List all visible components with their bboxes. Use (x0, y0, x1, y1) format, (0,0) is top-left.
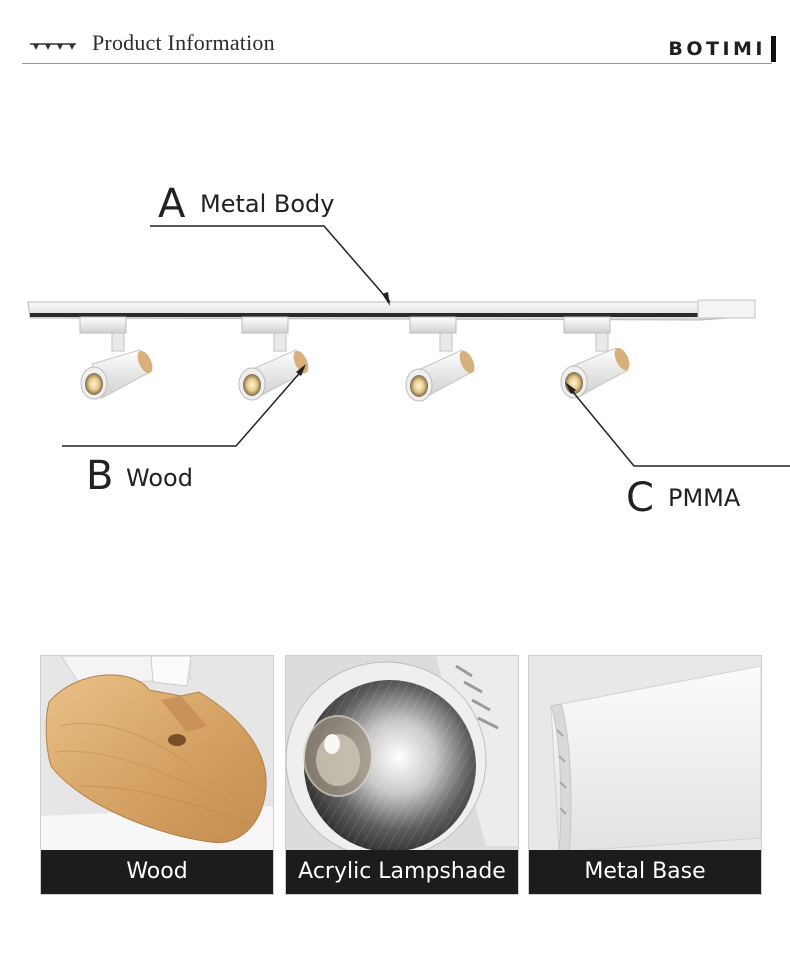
panel-wood: Wood (40, 655, 274, 895)
panel-wood-caption: Wood (41, 850, 273, 894)
spotlight-1 (79, 316, 153, 400)
product-diagram: A Metal Body B Wood C PMMA (0, 150, 790, 550)
spotlights-icon (30, 43, 76, 50)
panel-metal-base: Metal Base (528, 655, 762, 895)
callout-c-letter: C (626, 475, 654, 521)
track-light-illustration (27, 225, 790, 467)
brand-bar (771, 36, 776, 62)
page-title: Product Information (92, 30, 275, 55)
panel-acrylic-lampshade: Acrylic Lampshade (285, 655, 519, 895)
callout-b-leader (62, 364, 306, 447)
callout-c-leader (565, 382, 790, 467)
header-divider (22, 63, 772, 64)
metal-track (27, 299, 756, 321)
spotlight-3 (405, 316, 475, 402)
panel-metal-caption: Metal Base (529, 850, 761, 894)
callout-b-letter: B (86, 453, 114, 499)
callout-a-letter: A (158, 181, 186, 227)
callout-c-text: PMMA (668, 484, 741, 512)
material-detail-panels: Wood (0, 655, 790, 895)
wood-detail-image (41, 656, 273, 894)
callout-b-text: Wood (126, 464, 193, 492)
spotlight-4 (560, 316, 630, 399)
brand-logo: BOTIMI (668, 38, 766, 60)
spotlight-2 (238, 316, 309, 401)
panel-acrylic-caption: Acrylic Lampshade (286, 850, 518, 894)
page-header: Product Information BOTIMI (0, 0, 790, 66)
callout-a-text: Metal Body (200, 190, 335, 218)
callout-a-leader (150, 225, 391, 306)
